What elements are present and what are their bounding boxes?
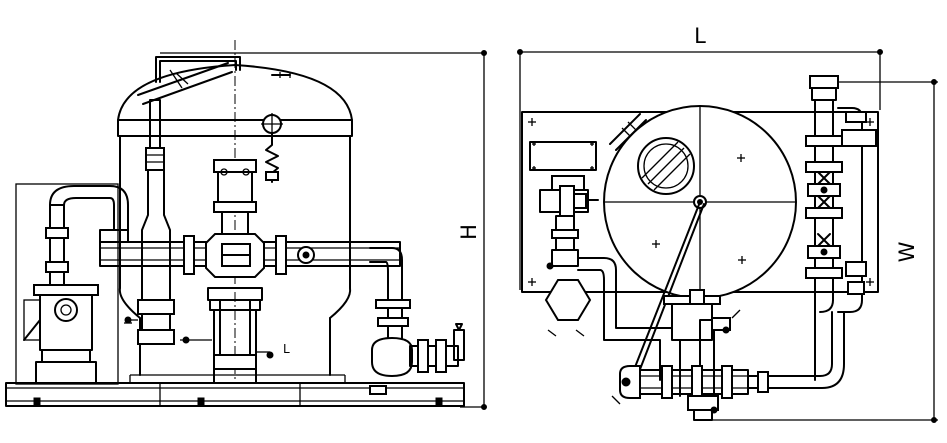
outlet-piping <box>369 247 465 395</box>
pressure-gauge <box>261 113 283 183</box>
lower-pipe <box>180 287 274 384</box>
inlet-column <box>124 99 175 345</box>
bottom-manifold <box>603 289 845 421</box>
front-view: H <box>5 40 487 410</box>
top-view: L W <box>517 24 938 423</box>
base-frame <box>5 374 465 407</box>
width-label: W <box>895 241 919 262</box>
length-label: L <box>694 24 706 48</box>
length-dimension: L <box>517 24 883 290</box>
pump-plan <box>539 175 617 337</box>
top-manway <box>137 56 241 105</box>
height-dimension: H <box>160 50 487 410</box>
center-valve-assembly <box>99 159 401 278</box>
pump-assembly <box>15 183 129 385</box>
front-mark-label: L <box>283 342 290 356</box>
width-dimension: W <box>700 79 938 423</box>
right-pipe-rack <box>805 75 877 381</box>
height-label: H <box>457 224 481 240</box>
